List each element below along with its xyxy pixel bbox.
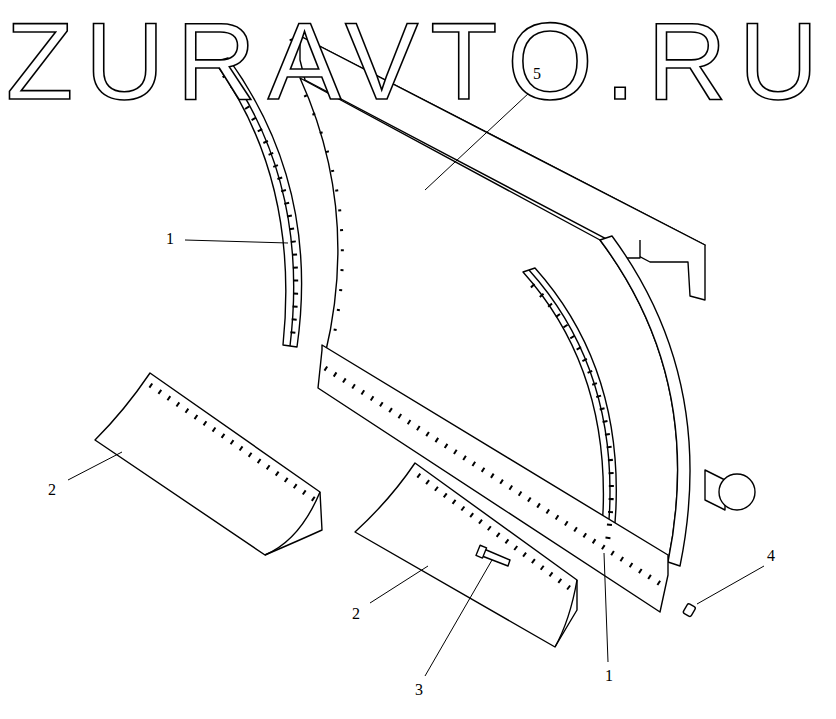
bolt-head — [476, 545, 487, 558]
knife-edge — [555, 580, 577, 647]
leader-line — [697, 566, 764, 604]
holes — [305, 95, 342, 345]
leader-line — [370, 566, 428, 603]
holes — [325, 368, 662, 585]
callout-number: 1 — [166, 231, 174, 247]
knife — [95, 373, 322, 555]
leader-line — [185, 240, 288, 243]
nut — [683, 603, 696, 617]
watermark: ZURAVTO.RU — [6, 6, 830, 116]
leader-line — [425, 560, 492, 676]
callout-number: 3 — [415, 682, 423, 698]
roller — [719, 474, 755, 510]
callout-number: 5 — [533, 66, 541, 82]
holes — [418, 475, 572, 590]
holes — [150, 385, 315, 500]
leader-line — [604, 553, 608, 662]
callout-number: 1 — [605, 668, 613, 684]
holes — [532, 285, 611, 545]
callout-number: 4 — [767, 548, 775, 564]
callout-number: 2 — [352, 606, 360, 622]
bolt — [482, 549, 510, 566]
knife-edge — [265, 492, 320, 555]
callout-number: 2 — [48, 482, 56, 498]
leader-line — [68, 452, 122, 480]
knife — [355, 463, 577, 647]
